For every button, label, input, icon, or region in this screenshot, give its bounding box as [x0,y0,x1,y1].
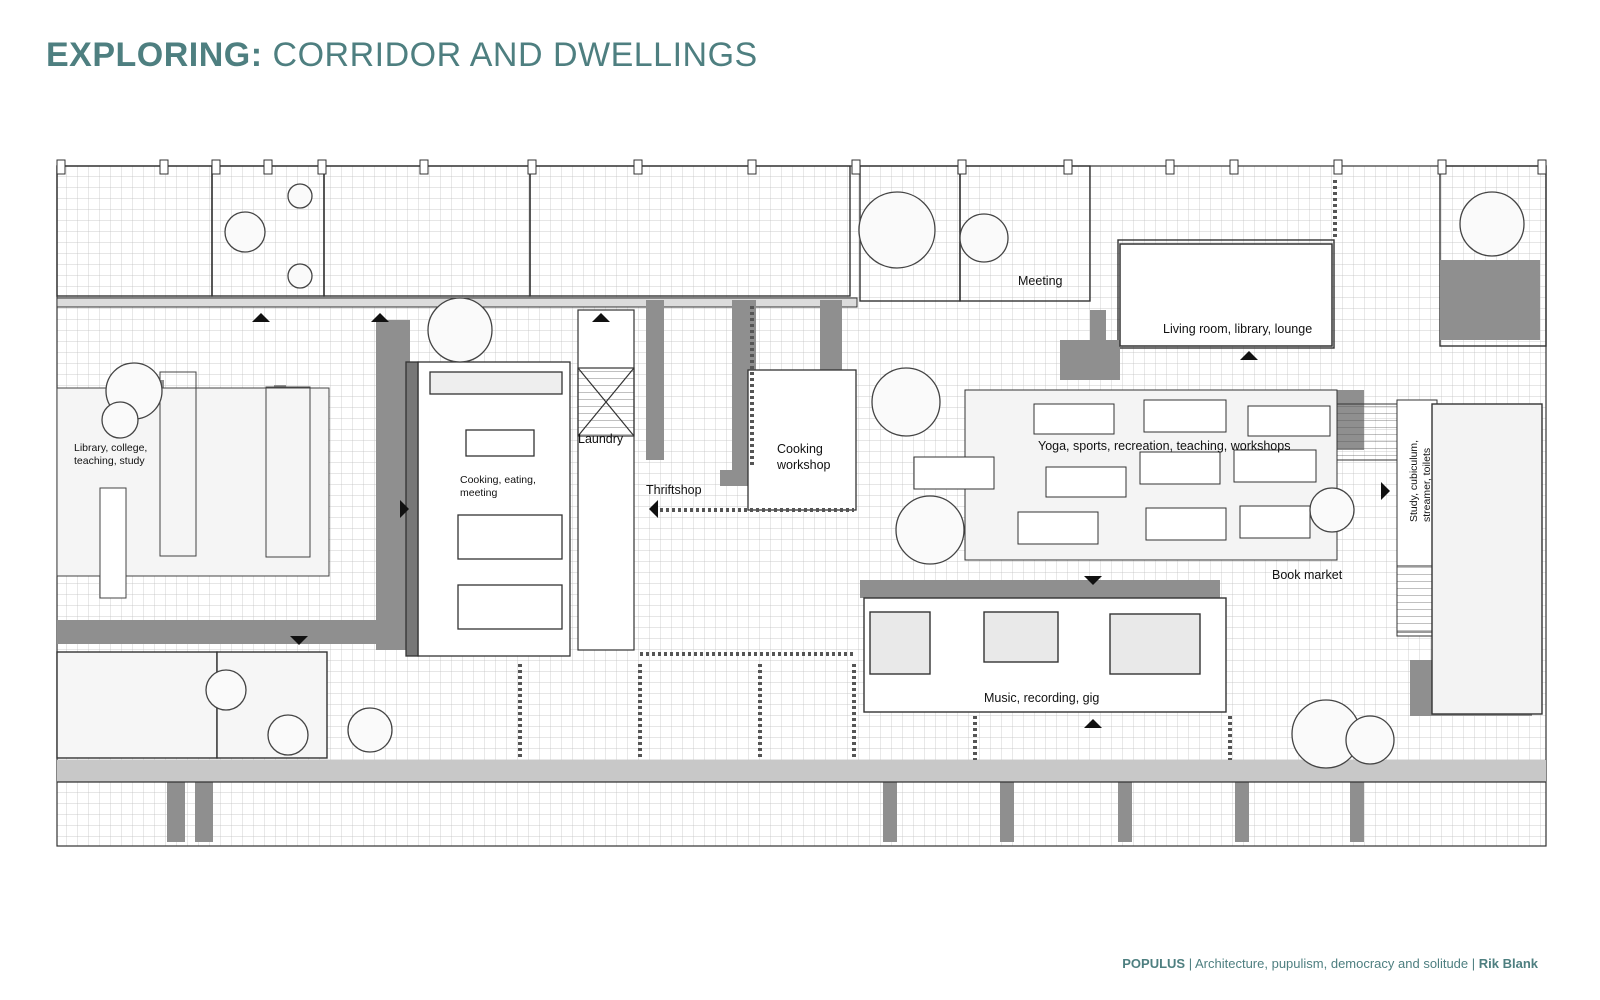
right-dwelling [1431,403,1543,715]
direction-arrows [252,313,1390,728]
kitchen-block [405,361,571,657]
living-room-box [1119,243,1333,347]
label-music: Music, recording, gig [984,691,1099,705]
title-rest: CORRIDOR AND DWELLINGS [272,36,758,74]
label-thriftshop: Thriftshop [646,483,702,497]
title-bold: EXPLORING: [46,36,263,74]
music-stage [863,597,1227,713]
page-title: EXPLORING: CORRIDOR AND DWELLINGS [46,36,758,75]
footer-sep-2: | [1468,956,1479,971]
footer-author: Rik Blank [1478,956,1538,971]
footer-credit: POPULUS | Architecture, pupulism, democr… [1122,956,1538,971]
top-column-ticks [56,159,1547,175]
label-study-2: streamer, toilets [1421,448,1433,522]
label-book-market: Book market [1272,568,1343,582]
label-library-2: teaching, study [74,455,145,467]
footer-sep-1: | [1185,956,1195,971]
laundry-stair [577,309,635,651]
label-laundry: Laundry [578,432,624,446]
label-yoga: Yoga, sports, recreation, teaching, work… [1038,439,1290,453]
label-cooking-1: Cooking, eating, [460,474,536,486]
footer-subtitle: Architecture, pupulism, democracy and so… [1195,956,1469,971]
east-stair [1336,399,1438,637]
library-area [56,371,330,599]
label-study-1: Study, cubiculum, [1408,440,1420,522]
planter-strips [518,180,1337,760]
label-cooking-2: meeting [460,487,498,499]
foliage [101,183,1525,769]
workshop-box [747,369,857,511]
label-library-1: Library, college, [74,442,147,454]
yoga-platform [913,389,1338,561]
label-workshop-1: Cooking [777,442,823,456]
footer-project: POPULUS [1122,956,1186,971]
label-workshop-2: workshop [776,458,831,472]
label-living: Living room, library, lounge [1163,322,1312,336]
label-meeting: Meeting [1018,274,1063,288]
